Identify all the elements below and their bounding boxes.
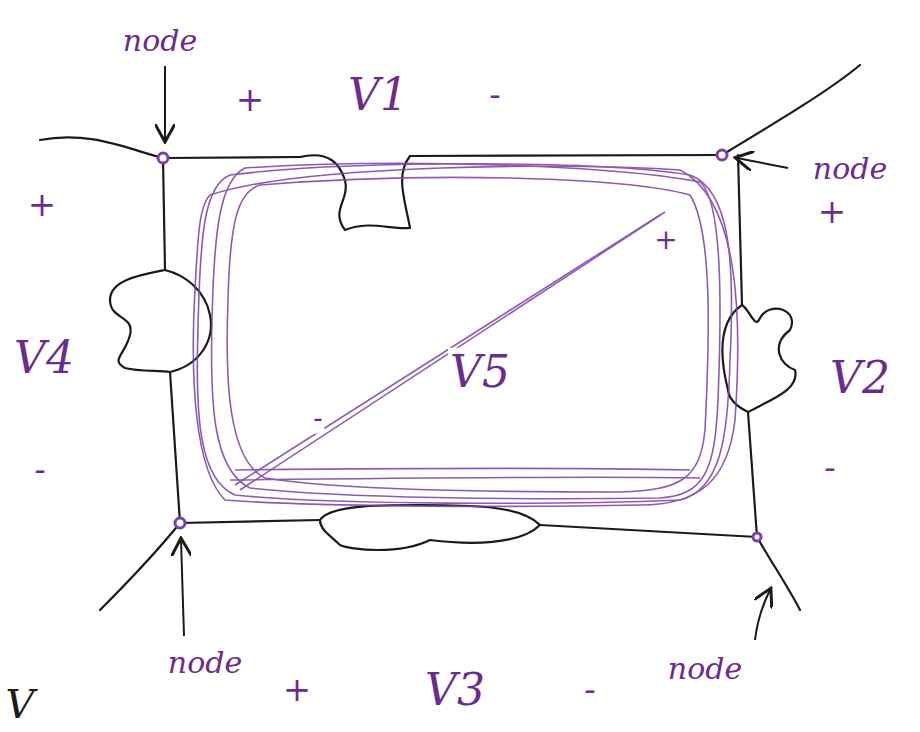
polarity-sign: + (816, 193, 849, 230)
polarity-sign: + (234, 81, 267, 118)
voltage-label: V5 (448, 348, 512, 396)
polarity-sign: + (652, 225, 679, 256)
node-label: node (666, 652, 744, 685)
loop-scribbles (193, 163, 737, 506)
polarity-sign: - (311, 403, 324, 434)
circuit-elements (110, 155, 796, 550)
node-label: node (121, 24, 199, 57)
voltage-label: V2 (828, 354, 892, 402)
polarity-sign: + (281, 671, 314, 708)
node-dots (158, 150, 761, 541)
voltage-label: V3 (423, 666, 487, 714)
node-label: node (811, 152, 889, 185)
node-label: node (166, 646, 244, 679)
voltage-label: V4 (12, 334, 76, 382)
polarity-sign: + (26, 186, 59, 223)
circuit-wires (40, 65, 860, 610)
polarity-sign: - (487, 76, 503, 113)
node-pointers (165, 66, 788, 640)
voltage-label: V (4, 682, 37, 726)
polarity-sign: - (32, 451, 48, 488)
polarity-sign: - (582, 671, 598, 708)
voltage-label: V1 (346, 71, 410, 119)
polarity-sign: - (822, 449, 838, 486)
